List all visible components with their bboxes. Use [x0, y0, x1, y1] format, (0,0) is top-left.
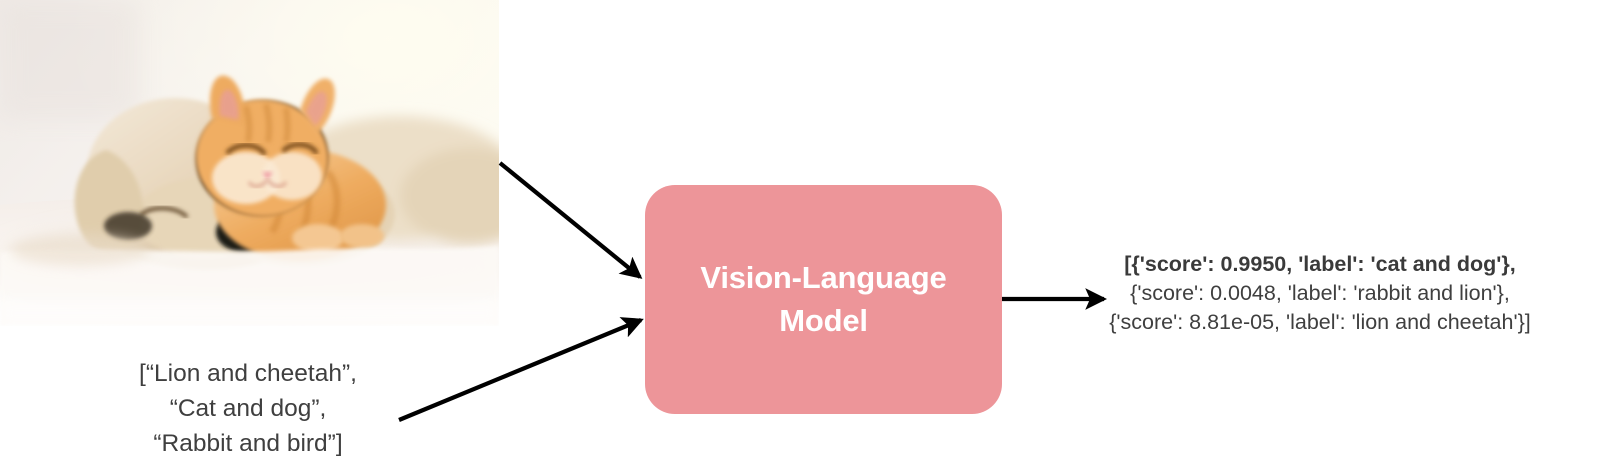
output-line-3: {'score': 8.81e-05, 'label': 'lion and c… [1109, 310, 1531, 334]
model-box-label: Vision-Language Model [700, 259, 947, 338]
output-line-2: {'score': 0.0048, 'label': 'rabbit and l… [1130, 281, 1510, 305]
input-image-illustration [0, 0, 499, 326]
output-list: [{'score': 0.9950, 'label': 'cat and dog… [1040, 250, 1600, 337]
prompt-line-3: “Rabbit and bird”] [153, 430, 343, 457]
arrow-image-to-model [498, 161, 643, 279]
output-line-1: [{'score': 0.9950, 'label': 'cat and dog… [1124, 252, 1516, 276]
prompt-list: [“Lion and cheetah”, “Cat and dog”, “Rab… [98, 356, 398, 461]
arrow-prompts-to-model [398, 317, 644, 422]
prompt-line-2: “Cat and dog”, [169, 395, 327, 422]
vision-language-model-box[interactable]: Vision-Language Model [645, 185, 1002, 414]
input-image [0, 0, 499, 326]
prompt-line-1: [“Lion and cheetah”, [139, 360, 357, 387]
